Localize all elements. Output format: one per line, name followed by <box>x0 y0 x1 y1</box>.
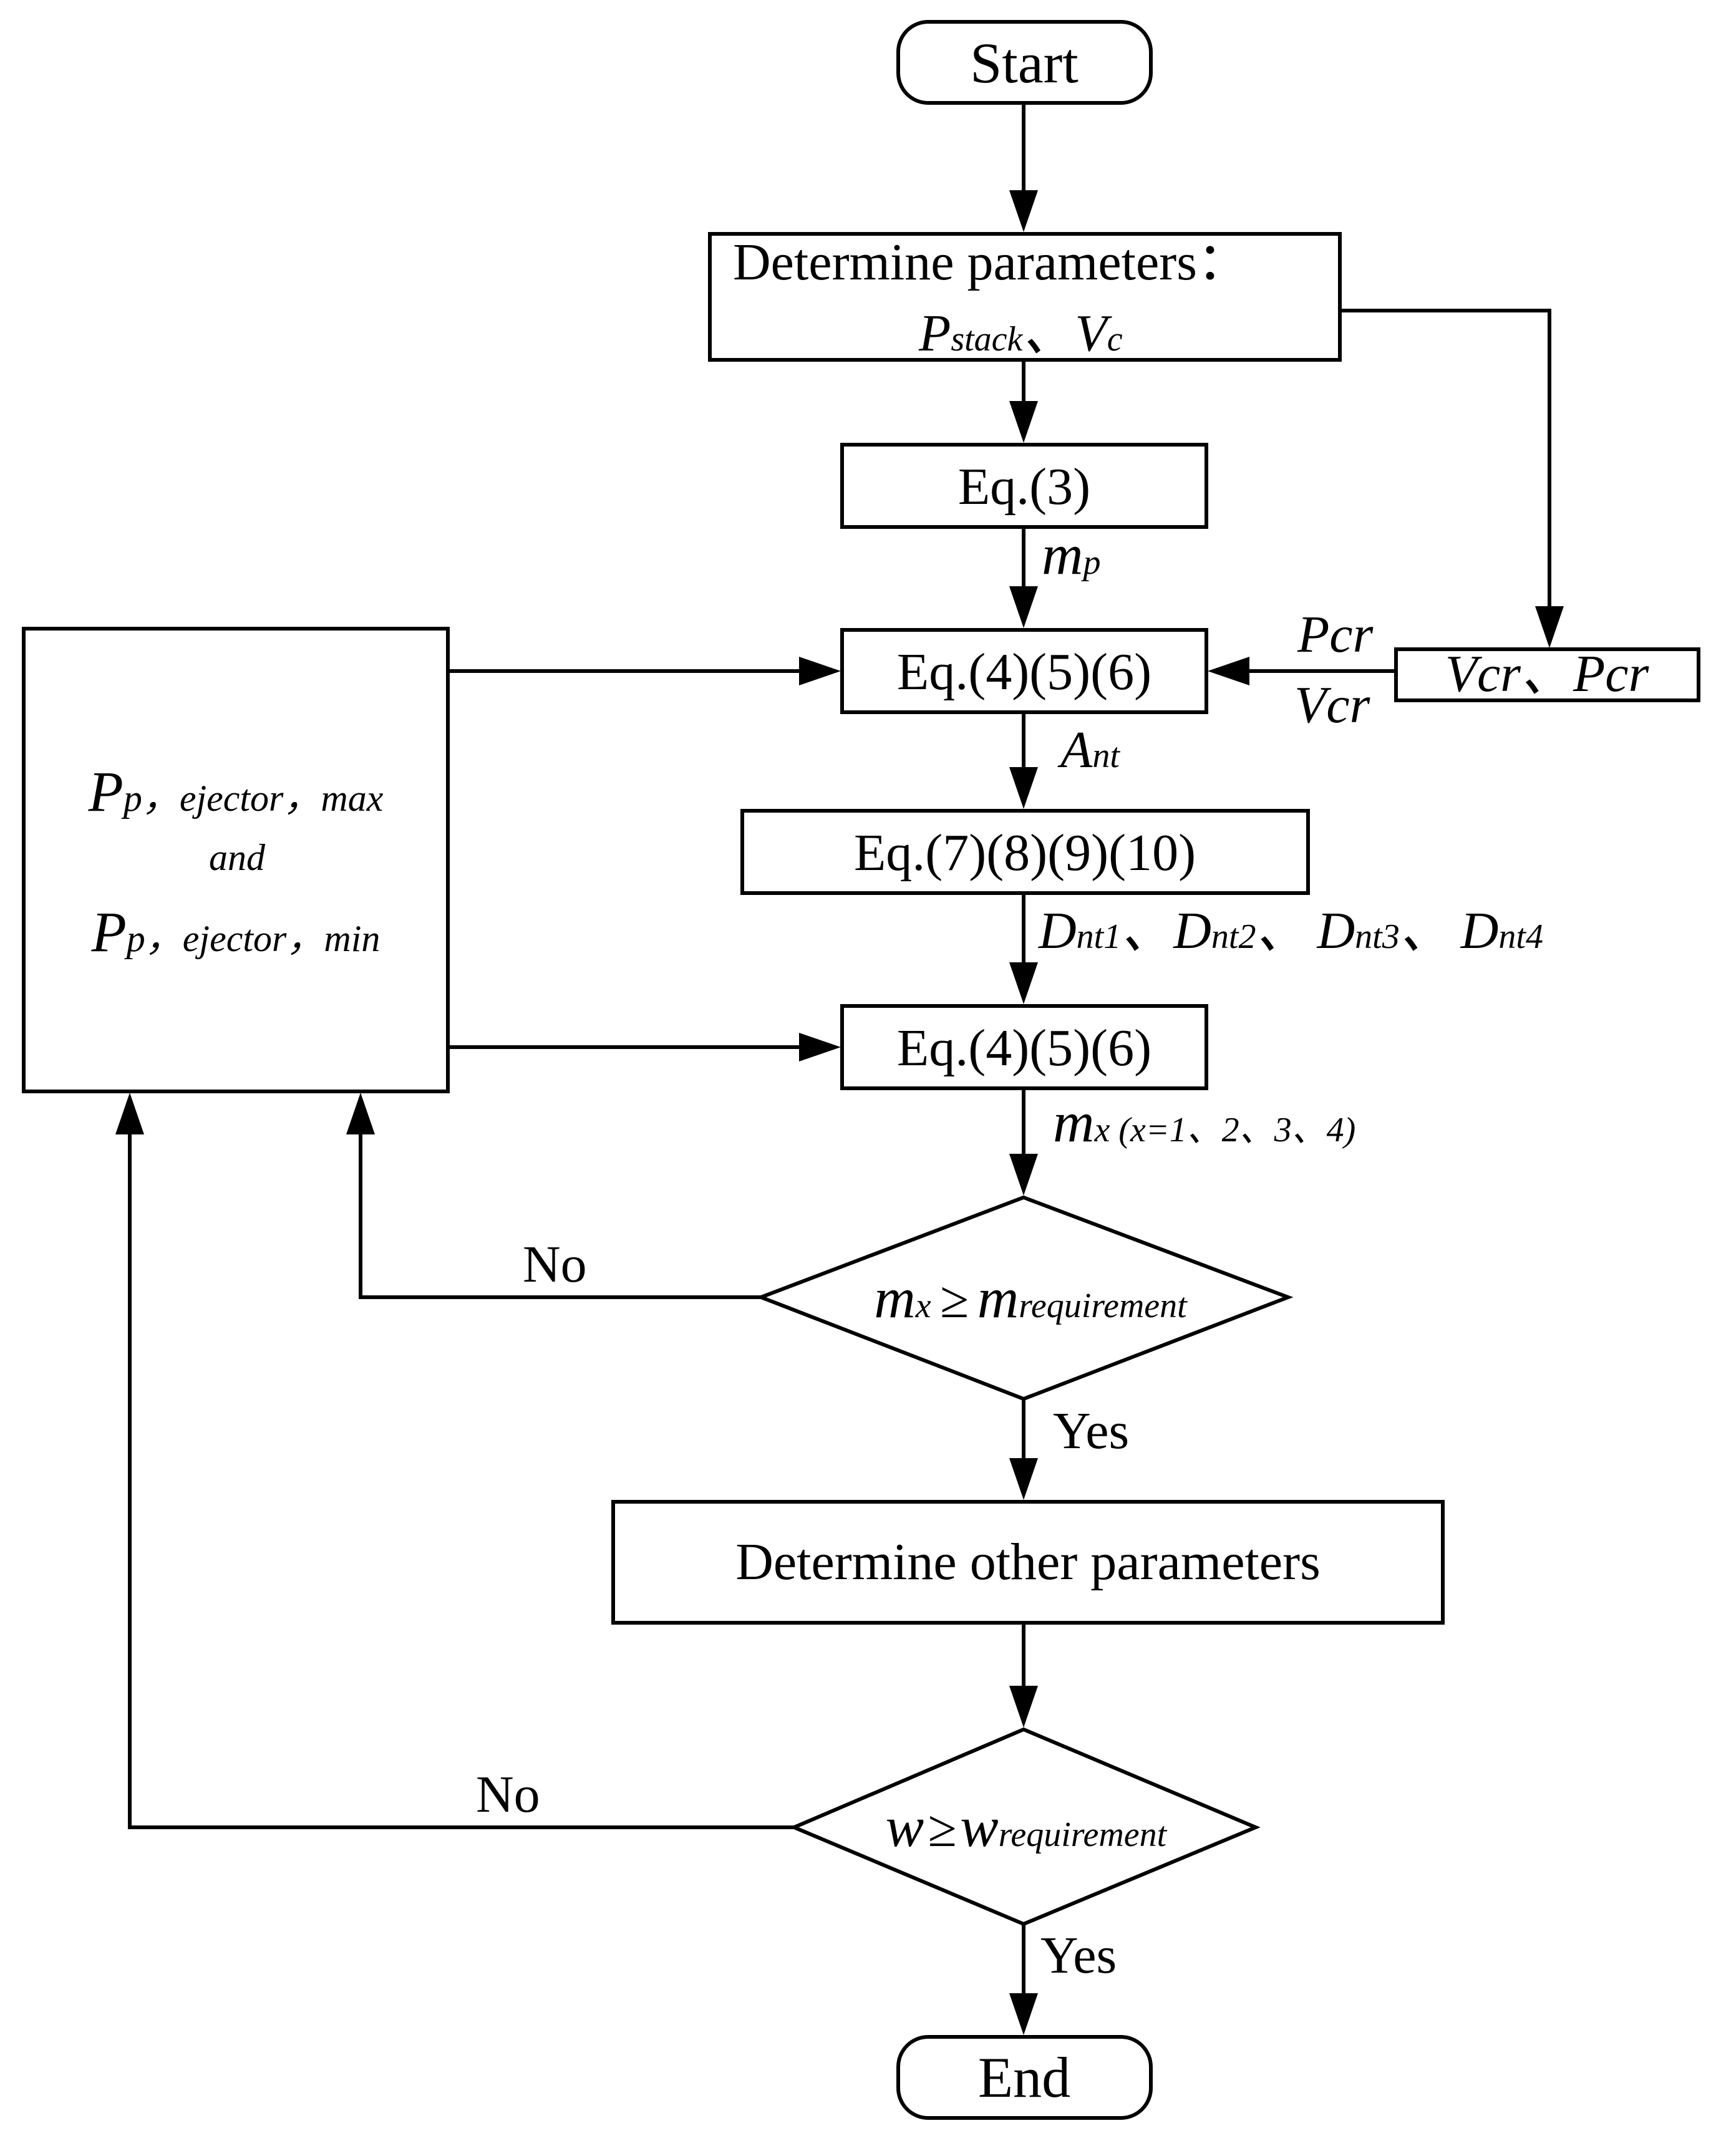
determine-parameters-box <box>708 232 1342 362</box>
pcr-edge-label: Pcr <box>1297 606 1374 664</box>
vcr-edge-label: Vcr <box>1294 676 1370 734</box>
yes-label-decision2: Yes <box>1040 1926 1117 1984</box>
eq456-top-box <box>840 628 1208 714</box>
decision1-label: mx≥mrequirement <box>874 1266 1188 1330</box>
determine-params-title: Determine parameters： <box>733 233 1249 291</box>
ejector-max-label: Pp，ejector，max <box>88 760 384 823</box>
determine-params-values: Pstack、Vc <box>918 304 1123 362</box>
connector-decision1-no-to-ejector <box>346 1093 761 1299</box>
connector-eq456-to-decision1 <box>1009 1088 1038 1196</box>
yes-label-decision1: Yes <box>1053 1402 1129 1460</box>
eq456-bottom-box <box>840 1004 1208 1090</box>
vcr-pcr-box <box>1394 647 1700 702</box>
no-label-decision2: No <box>476 1766 540 1824</box>
eq78910-label: Eq.(7)(8)(9)(10) <box>854 824 1196 882</box>
vcr-pcr-label: Vcr、Pcr <box>1445 645 1649 703</box>
ejector-and-label: and <box>209 837 266 878</box>
ejector-min-label: Pp，ejector，min <box>91 900 381 964</box>
no-label-decision1: No <box>523 1235 587 1293</box>
end-label: End <box>978 2046 1070 2109</box>
connector-ejector-to-eq456-bottom <box>448 1033 841 1061</box>
eq456-top-label: Eq.(4)(5)(6) <box>897 643 1151 701</box>
connector-ejector-to-eq456-top <box>448 657 841 685</box>
connector-other-to-decision2 <box>1009 1623 1038 1728</box>
connector-params-to-vcr-pcr <box>1340 309 1564 648</box>
connector-decision2-no-to-ejector <box>115 1093 794 1829</box>
connector-start-to-params <box>1009 103 1038 232</box>
determine-other-label: Determine other parameters <box>735 1533 1321 1591</box>
eq3-box <box>840 443 1208 529</box>
eq3-label: Eq.(3) <box>958 458 1090 516</box>
dnt-edge-label: Dnt1、Dnt2、Dnt3、Dnt4 <box>1038 902 1543 960</box>
decision2-label: w≥wrequirement <box>886 1795 1168 1859</box>
connector-eq3-to-eq456 <box>1009 527 1038 628</box>
connector-decision2-yes-to-end <box>1009 1924 1038 2035</box>
connector-params-to-eq3 <box>1009 360 1038 443</box>
determine-other-box <box>611 1500 1445 1625</box>
connector-eq78910-to-eq456 <box>1009 893 1038 1004</box>
ant-edge-label: Ant <box>1057 721 1120 779</box>
mp-edge-label: mp <box>1042 523 1100 586</box>
connector-decision1-yes-to-other <box>1009 1399 1038 1500</box>
eq456-bottom-label: Eq.(4)(5)(6) <box>897 1019 1151 1077</box>
connector-eq456-to-eq78910 <box>1009 712 1038 809</box>
ejector-pressure-box <box>22 627 450 1093</box>
connector-vcr-pcr-to-eq456 <box>1208 657 1396 685</box>
mx-edge-label: mx (x=1、2、3、4) <box>1053 1090 1355 1154</box>
start-label: Start <box>970 31 1079 95</box>
end-terminal <box>896 2035 1153 2120</box>
